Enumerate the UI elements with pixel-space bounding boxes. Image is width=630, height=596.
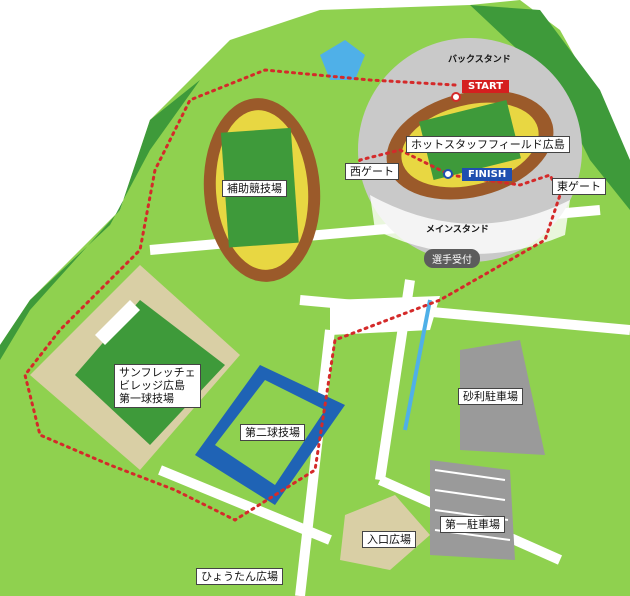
entrance-plaza-label: 入口広場 — [362, 531, 416, 549]
main-stadium-label: ホットスタッフフィールド広島 — [406, 136, 570, 154]
east-gate-label: 東ゲート — [552, 178, 606, 196]
start-tag: START — [462, 80, 510, 93]
hyoutan-plaza-label: ひょうたん広場 — [196, 568, 283, 586]
pond — [320, 40, 365, 80]
sanfrecce-field-label: サンフレッチェ ビレッジ広島 第一球技場 — [114, 364, 201, 408]
course-route — [23, 68, 562, 522]
main-stand-canopy — [370, 195, 570, 254]
first-parking-lot — [430, 460, 515, 560]
back-stand-label: バックスタンド — [448, 55, 511, 65]
forest-edge-west — [0, 80, 200, 360]
blue-walkway — [403, 299, 432, 431]
parking-stripes — [434, 469, 511, 541]
main-stand-label: メインスタンド — [426, 225, 489, 235]
west-gate-label: 西ゲート — [345, 163, 399, 181]
forest-edge-north — [470, 5, 630, 210]
reception-tag: 選手受付 — [424, 249, 480, 268]
finish-dot-icon — [443, 169, 453, 179]
sanfrecce-stand — [95, 300, 140, 345]
aux-stadium-label: 補助競技場 — [222, 180, 287, 198]
plaza-path — [330, 296, 440, 335]
gravel-parking-label: 砂利駐車場 — [458, 388, 523, 406]
second-field-label: 第二球技場 — [240, 424, 305, 442]
start-dot-icon — [451, 92, 461, 102]
first-parking-label: 第一駐車場 — [440, 516, 505, 534]
finish-tag: FINISH — [462, 168, 513, 181]
